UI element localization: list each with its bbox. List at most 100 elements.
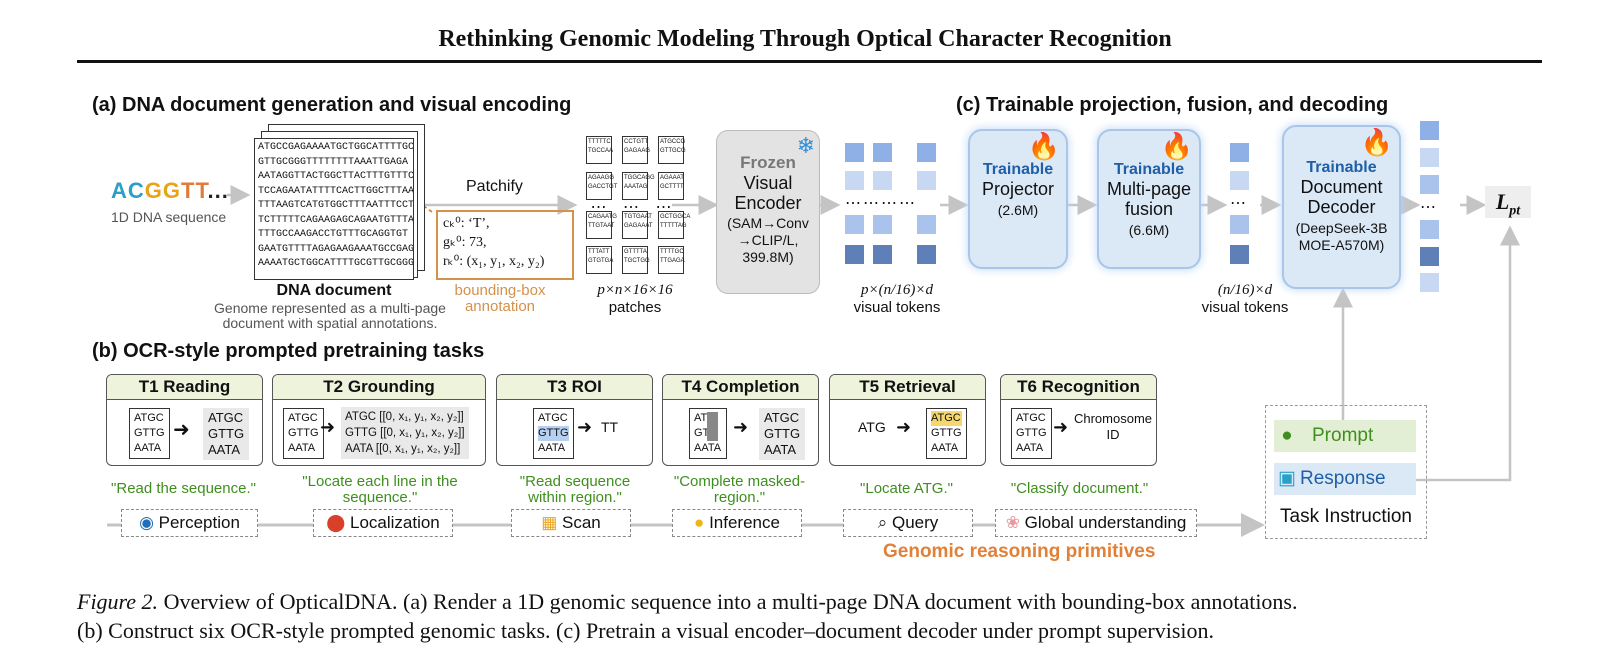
fusion-tag: Trainable xyxy=(1113,161,1185,178)
patch: AGAAAT GCTTTT xyxy=(658,172,684,200)
eye-icon: ◉ xyxy=(139,513,154,532)
patch-grid: TTTTTC TGCCAA CCTGTT GAGAAG ATGCCG GTTGC… xyxy=(586,136,690,286)
token xyxy=(1420,175,1439,194)
bbox-line: rₖ⁰: (x₁, y₁, x₂, y₂) xyxy=(443,254,545,269)
task-prompt-t5: "Locate ATG." xyxy=(860,480,953,497)
frozen-tag: Frozen xyxy=(740,153,796,172)
task-header: T5 Retrieval xyxy=(830,375,985,400)
bbox-label: bounding-box annotation xyxy=(430,283,570,315)
frozen-desc-1: (SAM→Conv xyxy=(727,215,809,231)
arrow-icon: ➜ xyxy=(577,417,593,437)
task-header: T3 ROI xyxy=(497,375,652,400)
patch-label: p×n×16×16 patches xyxy=(580,282,690,316)
primitive-label: Perception xyxy=(158,513,240,532)
fusion-name-1: Multi-page xyxy=(1106,179,1192,199)
title-rule xyxy=(77,60,1542,63)
doc-line: ATGCCGAGAAAATGCTGGCATTTTGC xyxy=(258,142,414,153)
mini-output: ATGC [[0, x₁, y₁, x₂, y₂]]GTTG [[0, x₁, … xyxy=(341,407,469,459)
patch: CAGAATG TTGTAAT xyxy=(586,211,617,239)
token xyxy=(1420,148,1439,167)
mini-line: AATA xyxy=(764,442,797,457)
task-prompt-t4: "Complete masked-region." xyxy=(673,473,806,506)
mini-line: ATGC xyxy=(134,412,164,424)
token xyxy=(845,143,864,162)
fusion-name-2: fusion xyxy=(1124,199,1174,219)
mini-line-highlight: ATGC xyxy=(931,411,962,426)
doc-line: AATAGGTTACTGGCTTACTTTGTTTC xyxy=(258,171,414,182)
primitive-inference: ● Inference xyxy=(672,509,802,537)
mini-line: AATA xyxy=(288,442,316,454)
dna-seq-label: 1D DNA sequence xyxy=(111,209,227,225)
primitive-localization: ⬤ Localization xyxy=(313,509,453,537)
tokens-dims-a: p×(n/16)×d xyxy=(861,282,933,298)
dna-letter: C xyxy=(127,178,145,203)
task-prompt-t2: "Locate each line in the sequence." xyxy=(302,473,458,506)
mask-block xyxy=(707,412,718,441)
task-prompt-t3: "Read sequence within region." xyxy=(519,473,631,506)
mini-line: AATA xyxy=(694,442,722,454)
decoder-size-2: MOE-A570M) xyxy=(1298,237,1385,253)
bbox-label-line: bounding-box xyxy=(454,282,546,299)
patch: TTTTTC TGCCAA xyxy=(586,136,613,164)
mini-line: GTTG xyxy=(931,427,962,439)
token xyxy=(1230,215,1249,234)
arrow-icon: ➜ xyxy=(320,417,336,437)
response-chip: ▣Response xyxy=(1274,463,1416,495)
mini-line: ATGC xyxy=(1016,412,1046,424)
token xyxy=(873,171,892,190)
dna-letter: T xyxy=(195,178,208,203)
flame-icon: 🔥 xyxy=(1027,131,1060,161)
flame-icon: 🔥 xyxy=(1160,131,1193,161)
mini-line: GTTG xyxy=(764,426,801,441)
token xyxy=(873,245,892,264)
frozen-encoder-box: ❄ Frozen Visual Encoder (SAM→Conv →CLIP/… xyxy=(716,130,820,294)
token xyxy=(1420,247,1439,266)
dna-letter: T xyxy=(181,178,196,203)
doc-title: DNA document xyxy=(276,282,392,299)
token xyxy=(1230,245,1249,264)
mini-line: ATGC xyxy=(538,412,568,424)
primitive-label: Query xyxy=(891,513,939,532)
patch-text: patches xyxy=(608,299,662,316)
doc-line: AAAATGCTGGCATTTTGCGTTGCGGG xyxy=(258,258,414,269)
section-c-title: (c) Trainable projection, fusion, and de… xyxy=(956,94,1389,116)
primitive-label: Localization xyxy=(349,513,440,532)
token xyxy=(917,215,936,234)
mini-line: GTTG xyxy=(208,426,245,441)
mini-line: ATGC [[0, x₁, y₁, x₂, y₂]] xyxy=(345,411,464,423)
patch: TGTGAAT GAGAAAT xyxy=(622,211,653,239)
patch: TTTATT GTGTGA xyxy=(586,246,613,274)
decoder-tag: Trainable xyxy=(1306,159,1377,176)
arrow-icon: ➜ xyxy=(173,419,190,441)
tokens-text-a: visual tokens xyxy=(853,299,941,316)
decoder-size-1: (DeepSeek-3B xyxy=(1295,220,1388,236)
caption-line-2: (b) Construct six OCR-style prompted gen… xyxy=(77,618,1215,643)
decoder-name-2: Decoder xyxy=(1307,197,1376,217)
mini-input: ATGC GTTG AATA xyxy=(129,408,170,459)
query-text: ATG xyxy=(858,419,886,435)
mini-line: GTTG xyxy=(134,427,165,439)
visual-token-column-c: ⋯ xyxy=(1230,143,1254,273)
token xyxy=(917,171,936,190)
doc-line: TTTAAGTCATGTGGCTTTAATTTCCT xyxy=(258,200,414,211)
patch: ATGCCG GTTGCG xyxy=(658,136,686,164)
figure-caption: Figure 2. Overview of OpticalDNA. (a) Re… xyxy=(77,587,1557,645)
task-instruction-title: Task Instruction xyxy=(1280,506,1412,527)
mini-line: ATGC xyxy=(288,412,318,424)
bulb-icon: ● xyxy=(694,513,705,532)
dna-sequence: ACGGTT... xyxy=(111,178,229,204)
section-b-title: (b) OCR-style prompted pretraining tasks xyxy=(92,340,485,362)
paper-title: Rethinking Genomic Modeling Through Opti… xyxy=(438,26,1172,52)
primitive-global-understanding: ❀ Global understanding xyxy=(995,509,1197,537)
task-prompt-t1: "Read the sequence." xyxy=(111,480,256,497)
projector-name: Projector xyxy=(981,179,1055,199)
doc-line: GAATGTTTTAGAGAAGAAATGCCGAG xyxy=(258,243,414,255)
mini-line: AATA xyxy=(134,442,162,454)
response-label: Response xyxy=(1300,468,1386,489)
patch: TGGCAGG AAATAG xyxy=(622,172,655,200)
